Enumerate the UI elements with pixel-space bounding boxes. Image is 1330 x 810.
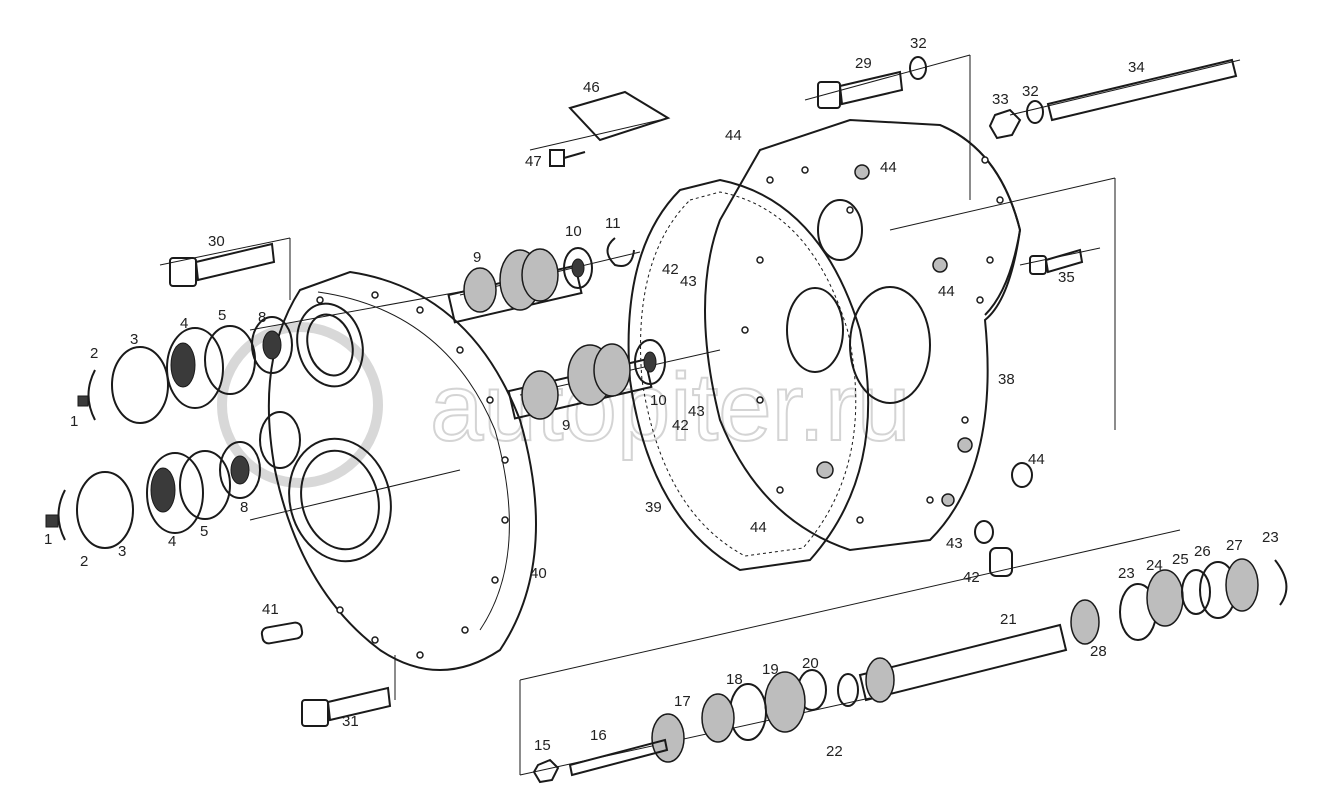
washer-32-right <box>1026 100 1044 124</box>
seal-43 <box>974 520 994 544</box>
label: 39 <box>645 499 662 516</box>
stud-34 <box>1046 58 1238 122</box>
label: 43 <box>946 535 963 552</box>
label: 46 <box>583 79 600 96</box>
label: 40 <box>530 565 547 582</box>
label: 18 <box>726 671 743 688</box>
label: 43 <box>680 273 697 290</box>
plate-46 <box>568 90 671 142</box>
label: 42 <box>963 569 980 586</box>
label: 9 <box>473 249 481 266</box>
lower-gear-shaft <box>507 339 666 420</box>
label: 28 <box>1090 643 1107 660</box>
washer-32-top <box>909 56 927 80</box>
plug-44 <box>1011 462 1033 488</box>
label: 24 <box>1146 557 1163 574</box>
watermark-logo-ring <box>217 322 383 488</box>
label: 21 <box>1000 611 1017 628</box>
label: 44 <box>750 519 767 536</box>
nut-33 <box>988 108 1022 140</box>
label: 22 <box>826 743 843 760</box>
label: 32 <box>910 35 927 52</box>
label: 42 <box>672 417 689 434</box>
label: 32 <box>1022 83 1039 100</box>
part-labels: 1 2 3 4 5 8 1 2 3 4 5 8 9 10 11 9 10 46 … <box>44 35 1279 760</box>
label: 23 <box>1118 565 1135 582</box>
plug-42 <box>989 547 1013 577</box>
label: 3 <box>130 331 138 348</box>
bolt-29 <box>817 70 904 109</box>
label: 8 <box>240 499 248 516</box>
front-gear-stack <box>532 669 827 784</box>
upper-bearing-stack <box>77 316 293 424</box>
label: 41 <box>262 601 279 618</box>
upper-gear-shaft <box>447 247 593 324</box>
label: 11 <box>605 215 621 232</box>
label: 38 <box>998 371 1015 388</box>
label: 10 <box>565 223 582 240</box>
label: 44 <box>725 127 742 144</box>
label: 4 <box>168 533 176 550</box>
end-cover-40 <box>259 270 537 671</box>
main-housing-38 <box>704 118 1022 552</box>
label: 16 <box>590 727 607 744</box>
bolt-31 <box>301 686 392 727</box>
label: 44 <box>880 159 897 176</box>
label: 33 <box>992 91 1009 108</box>
label: 20 <box>802 655 819 672</box>
label: 26 <box>1194 543 1211 560</box>
label: 23 <box>1262 529 1279 546</box>
label: 2 <box>80 553 88 570</box>
label: 44 <box>938 283 955 300</box>
label: 43 <box>688 403 705 420</box>
dowel-41 <box>260 621 304 645</box>
label: 31 <box>342 713 359 730</box>
label: 30 <box>208 233 225 250</box>
label: 2 <box>90 345 98 362</box>
bolt-35 <box>1029 248 1084 275</box>
label: 42 <box>662 261 679 278</box>
label: 9 <box>562 417 570 434</box>
label: 3 <box>118 543 126 560</box>
lower-bearing-stack <box>45 441 261 549</box>
label: 44 <box>1028 451 1045 468</box>
label: 15 <box>534 737 551 754</box>
label: 1 <box>44 531 52 548</box>
output-shaft-21 <box>837 599 1100 707</box>
label: 34 <box>1128 59 1145 76</box>
label: 25 <box>1172 551 1189 568</box>
snap-ring-11 <box>606 237 635 267</box>
label: 29 <box>855 55 872 72</box>
right-bearing-stack <box>1119 558 1288 641</box>
label: 5 <box>218 307 226 324</box>
label: 27 <box>1226 537 1243 554</box>
bolt-47 <box>549 149 586 167</box>
label: 5 <box>200 523 208 540</box>
watermark-text: autopiter.ru <box>430 354 910 461</box>
label: 47 <box>525 153 542 170</box>
label: 35 <box>1058 269 1075 286</box>
label: 10 <box>650 392 667 409</box>
label: 17 <box>674 693 691 710</box>
label: 19 <box>762 661 779 678</box>
label: 1 <box>70 413 78 430</box>
label: 8 <box>258 309 266 326</box>
bolt-30 <box>169 242 276 287</box>
label: 4 <box>180 315 188 332</box>
